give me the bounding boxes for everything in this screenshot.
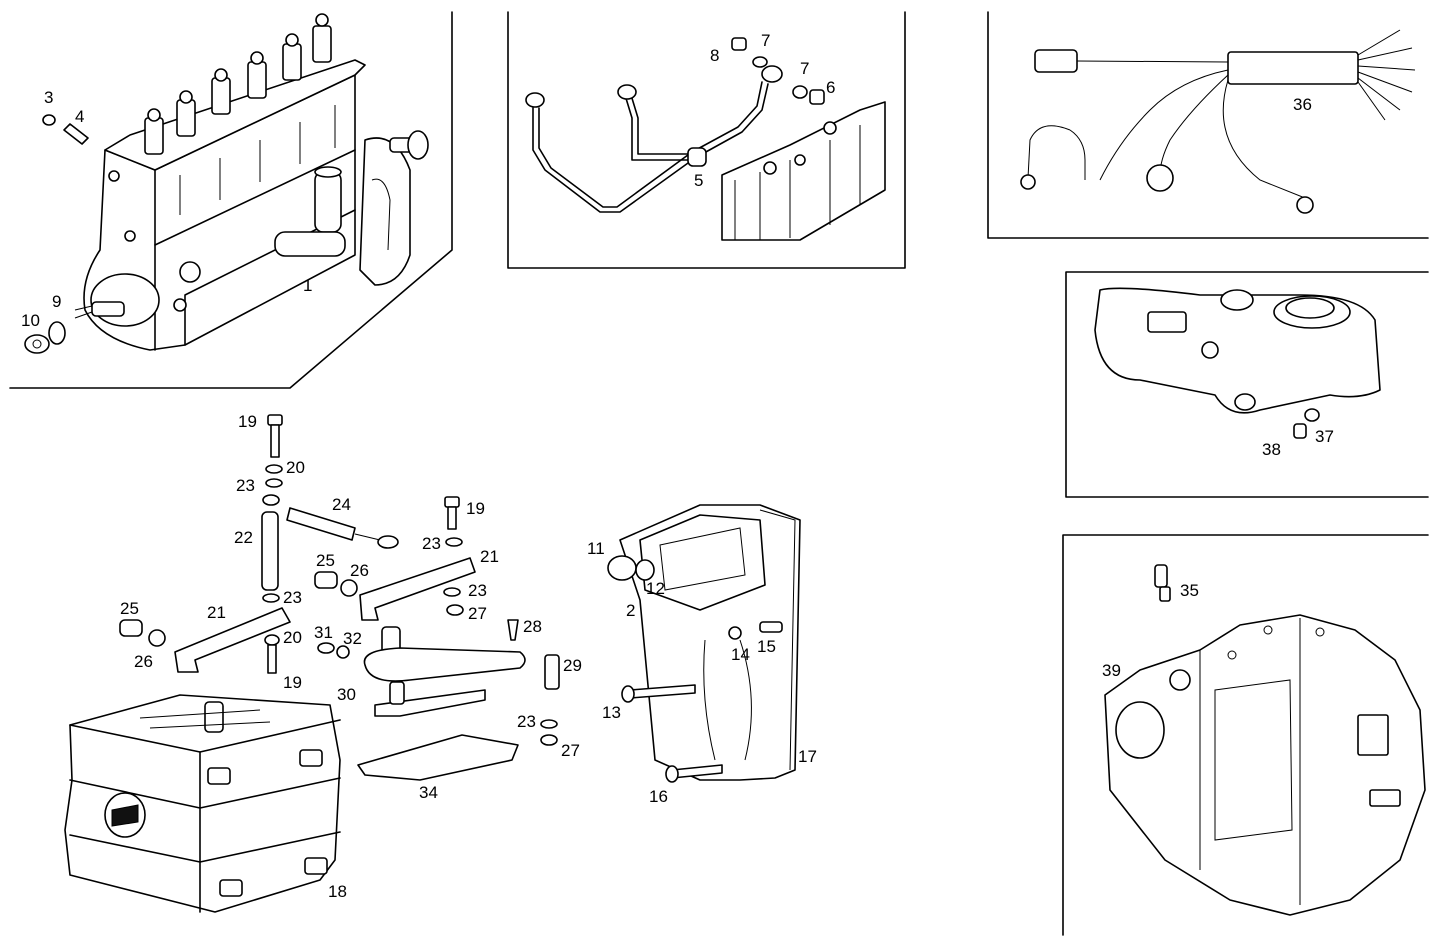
pump-fasteners	[24, 114, 89, 354]
callout-4: 4	[75, 107, 84, 126]
callout-32: 32	[343, 629, 362, 648]
frame-injector-pipes	[507, 11, 906, 269]
callout-24: 24	[332, 495, 351, 514]
callout-28: 28	[523, 617, 542, 636]
callout-6: 6	[826, 78, 835, 97]
callout-labels: 1 2 3 4 5 6 7 7 8 9 10 11 12 13 14 15 16…	[21, 31, 1334, 901]
callout-26-left: 26	[134, 652, 153, 671]
callout-23-e: 23	[517, 712, 536, 731]
bolt-15	[759, 621, 783, 633]
bolt-19-upper	[270, 424, 280, 458]
callout-3: 3	[44, 88, 53, 107]
injection-pump	[74, 13, 429, 351]
callout-19-upper: 19	[238, 412, 257, 431]
callout-17: 17	[798, 747, 817, 766]
bolt-19-lower	[267, 644, 277, 674]
flywheel-housing	[1104, 564, 1426, 916]
callout-15: 15	[757, 637, 776, 656]
callout-23-a: 23	[236, 476, 255, 495]
callout-13: 13	[602, 703, 621, 722]
washer-7-upper	[752, 56, 768, 68]
nut-14	[728, 626, 742, 640]
callout-23-c: 23	[468, 581, 487, 600]
callout-39: 39	[1102, 661, 1121, 680]
governor-housing	[64, 694, 341, 913]
gasket-34	[357, 734, 519, 781]
wiring-harness	[1020, 29, 1416, 214]
callout-23-b: 23	[422, 534, 441, 553]
callout-27-upper: 27	[468, 604, 487, 623]
callout-7-upper: 7	[761, 31, 770, 50]
adjuster-rod-24	[286, 507, 356, 541]
bolt-8	[731, 37, 747, 51]
callout-11: 11	[587, 539, 605, 558]
callout-21-right: 21	[480, 547, 499, 566]
governor-cover	[607, 504, 801, 783]
callout-19-right: 19	[466, 499, 485, 518]
callout-12: 12	[646, 579, 665, 598]
callout-18: 18	[328, 882, 347, 901]
callout-35: 35	[1180, 581, 1199, 600]
seal-12	[635, 559, 655, 581]
pump-delivery-valves	[144, 13, 332, 155]
callout-22: 22	[234, 528, 253, 547]
callout-7-lower: 7	[800, 59, 809, 78]
callout-9: 9	[52, 292, 61, 311]
exhaust-manifold	[1094, 287, 1381, 439]
callout-34: 34	[419, 783, 438, 802]
callout-19-lower: 19	[283, 673, 302, 692]
callout-30: 30	[337, 685, 356, 704]
callout-26-right: 26	[350, 561, 369, 580]
callout-20-upper: 20	[286, 458, 305, 477]
frame-exhaust-manifold	[1065, 271, 1429, 498]
callout-21-left: 21	[207, 603, 226, 622]
washer-37	[1304, 408, 1320, 422]
plug-11	[607, 555, 637, 581]
callout-37: 37	[1315, 427, 1334, 446]
governor-linkage	[119, 414, 560, 746]
callout-5: 5	[694, 171, 703, 190]
callout-31: 31	[314, 623, 333, 642]
callout-25-left: 25	[120, 599, 139, 618]
nut-10	[24, 334, 50, 354]
sensor-35	[1154, 564, 1168, 588]
callout-2: 2	[626, 601, 635, 620]
injector-pipes	[525, 37, 886, 241]
callout-10: 10	[21, 311, 40, 330]
callout-1: 1	[303, 276, 312, 295]
callout-14: 14	[731, 645, 750, 664]
callout-38: 38	[1262, 440, 1281, 459]
panel-frames	[9, 11, 1429, 936]
callout-16: 16	[649, 787, 668, 806]
nut-6	[809, 89, 825, 105]
lever-plate-30	[363, 647, 526, 682]
frame-injection-pump	[9, 11, 453, 389]
callout-23-d: 23	[283, 588, 302, 607]
stud-38	[1293, 423, 1307, 439]
lever-21-right	[359, 557, 476, 621]
callout-29: 29	[563, 656, 582, 675]
callout-25-right: 25	[316, 551, 335, 570]
rod-22	[261, 511, 279, 591]
washer-7-lower	[792, 85, 808, 99]
frame-wiring-harness	[987, 11, 1429, 239]
callout-8: 8	[710, 46, 719, 65]
frame-flywheel-housing	[1062, 534, 1429, 936]
callout-27-lower: 27	[561, 741, 580, 760]
lever-21-left	[174, 607, 291, 673]
bolt-4	[63, 123, 89, 145]
callout-36: 36	[1293, 95, 1312, 114]
lock-washer-9	[48, 321, 66, 345]
callout-20-lower: 20	[283, 628, 302, 647]
nut-3	[42, 114, 56, 126]
